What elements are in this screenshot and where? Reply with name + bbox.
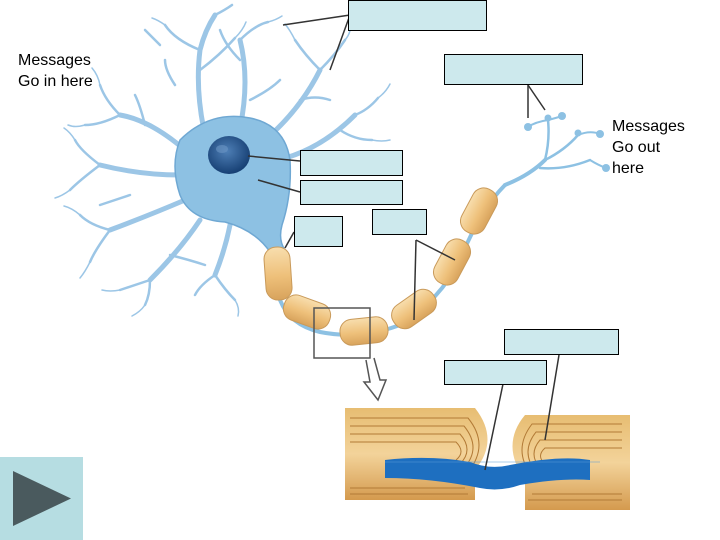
myelin-segment <box>282 294 332 330</box>
cell-body <box>174 115 292 253</box>
blank-label-axon-terminals[interactable] <box>444 54 583 85</box>
play-triangle-icon <box>13 471 71 526</box>
blank-label-cell-body[interactable] <box>300 180 403 205</box>
blank-label-axon[interactable] <box>294 216 343 247</box>
blank-label-myelin-sheath[interactable] <box>372 209 427 235</box>
axon-terminals <box>503 115 607 187</box>
enlarged-node-view <box>345 408 630 510</box>
myelin-segment <box>339 316 389 346</box>
blank-label-nucleus[interactable] <box>300 150 403 176</box>
input-note: Messages Go in here <box>18 52 93 90</box>
zoom-selection-box <box>313 307 371 359</box>
next-slide-button[interactable] <box>0 457 83 540</box>
myelin-segment <box>263 246 293 301</box>
myelin-segment <box>432 238 472 286</box>
zoom-arrow <box>362 357 388 402</box>
output-note: Messages Go out here <box>612 118 685 177</box>
enlarged-axon <box>385 457 590 490</box>
leader-lines <box>247 14 560 471</box>
blank-label-dendrites[interactable] <box>348 0 487 31</box>
myelin-sheath <box>263 187 499 346</box>
terminal-buttons <box>524 112 610 172</box>
blank-label-node[interactable] <box>444 360 547 385</box>
blank-label-myelin-detail[interactable] <box>504 329 619 355</box>
nucleus <box>208 136 250 174</box>
myelin-segment <box>459 187 499 235</box>
